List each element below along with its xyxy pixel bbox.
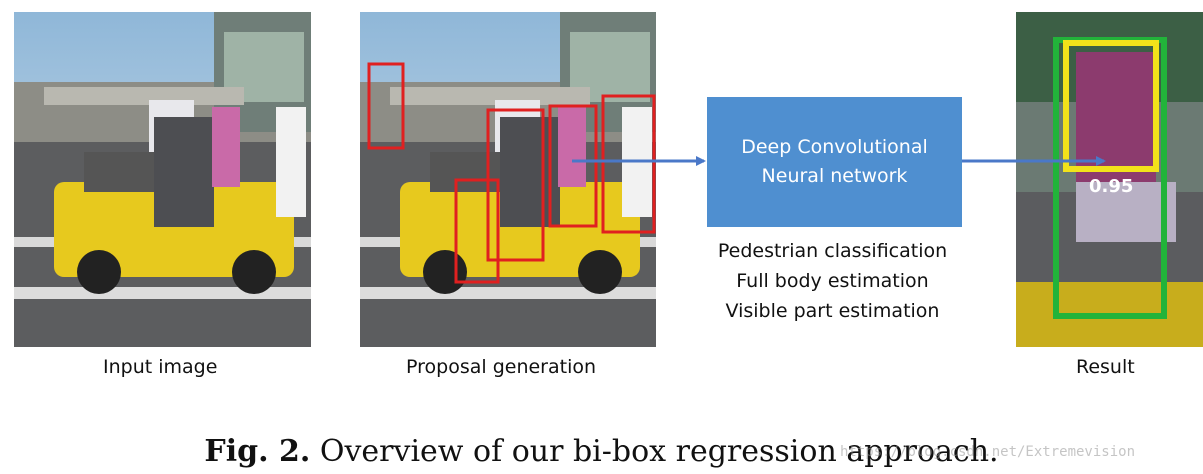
detection-score: 0.95 <box>1089 176 1134 197</box>
watermark: https://blog.csdn.net/Extremevision <box>840 444 1136 460</box>
task-list: Pedestrian classification Full body esti… <box>700 236 965 326</box>
proposal-box <box>454 178 500 284</box>
input-image <box>14 12 311 347</box>
cnn-title-line2: Neural network <box>761 165 908 187</box>
task-classification: Pedestrian classification <box>717 240 948 262</box>
task-full-body: Full body estimation <box>736 270 929 292</box>
visible-part-box <box>1063 40 1159 172</box>
proposal-box <box>367 62 405 150</box>
input-image-label: Input image <box>103 356 218 378</box>
proposal-generation-image <box>360 12 656 347</box>
figure-caption: Fig. 2. Overview of our bi-box regressio… <box>0 434 1203 469</box>
cnn-title-line1: Deep Convolutional <box>741 136 928 158</box>
proposal-box <box>548 104 598 228</box>
result-label: Result <box>1076 356 1135 378</box>
task-visible-part: Visible part estimation <box>725 300 940 322</box>
proposal-generation-label: Proposal generation <box>406 356 597 378</box>
figure-caption-text: Overview of our bi-box regression approa… <box>319 434 999 469</box>
figure-number: Fig. 2. <box>204 434 311 469</box>
result-image <box>1016 12 1203 347</box>
proposal-box <box>486 108 545 262</box>
proposal-box <box>601 94 656 234</box>
cnn-box: Deep Convolutional Neural network <box>707 97 962 227</box>
